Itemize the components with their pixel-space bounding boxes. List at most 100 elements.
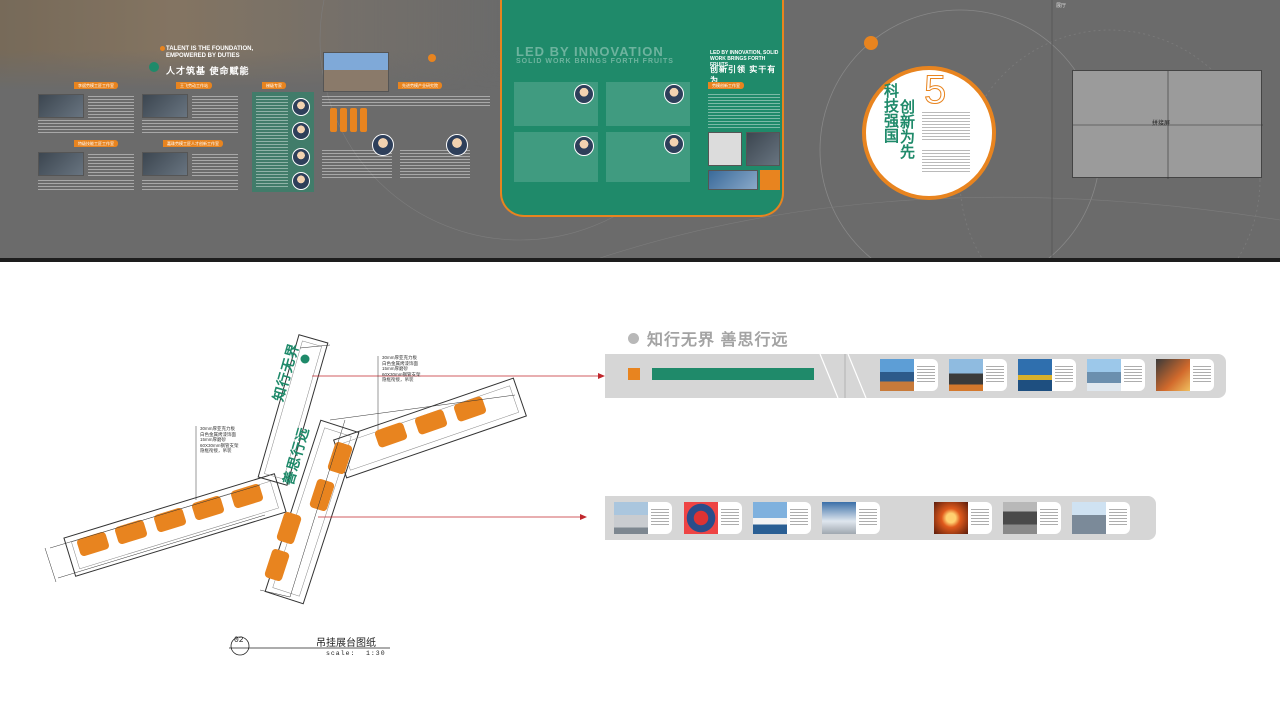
plan-screen-12 <box>453 396 487 422</box>
panel1-photo-2 <box>142 94 188 118</box>
plan-arm-right-lower <box>264 419 360 605</box>
drawing-scale-value: 1:30 <box>366 650 386 657</box>
green-panel: LED BY INNOVATION SOLID WORK BRINGS FORT… <box>500 0 784 217</box>
side-card-1 <box>880 359 938 391</box>
panel2-wide-photo <box>708 170 758 190</box>
panel3-text-1 <box>922 112 970 142</box>
green-dot <box>149 62 159 72</box>
panel2-orange-block <box>760 170 780 190</box>
panel3-number: 5 <box>923 68 947 113</box>
drawing-number: 02 <box>234 636 244 645</box>
side-card-5 <box>1156 359 1214 391</box>
wall-base-line <box>0 258 1280 262</box>
panel1-title-en: TALENT IS THE FOUNDATION, EMPOWERED BY D… <box>166 46 254 59</box>
plan-screen-6 <box>264 548 290 582</box>
expert-text <box>256 96 288 188</box>
side-card-2 <box>949 359 1007 391</box>
panel2-title-en-left-sub: SOLID WORK BRINGS FORTH FRUITS <box>516 58 674 65</box>
panel1-tag-2: 王飞劳动工作站 <box>176 82 212 89</box>
plan-screen-11 <box>414 409 448 435</box>
expert-avatar-2 <box>292 122 310 140</box>
tech-circle: 5 科技强国 创新为先 <box>862 66 996 200</box>
panel2-certificate <box>708 132 742 166</box>
panel1-tag-1: 李斌劳模工匠工作室 <box>74 82 118 89</box>
panel1-text-6 <box>192 154 238 176</box>
screens-right-upper-arm <box>374 396 487 448</box>
panel1-text-4 <box>142 120 238 134</box>
leader-arrow-upper <box>598 373 605 379</box>
drawing-number-circle <box>230 636 250 656</box>
side-card-4 <box>1087 359 1145 391</box>
panel2-title-en-left: LED BY INNOVATION <box>516 44 664 59</box>
panel3-title-b: 创新为先 <box>900 99 916 161</box>
panel1-photo-4 <box>142 152 188 176</box>
panel1-photo-1 <box>38 94 84 118</box>
screen-label: 拼接屏 <box>1152 121 1171 127</box>
orange-dot-panel3 <box>864 36 878 50</box>
splicing-screen <box>1072 70 1263 179</box>
panel1-tag-3: 梯级专家 <box>262 82 286 89</box>
plan-screen-9 <box>327 441 353 475</box>
screens-lower-arm <box>77 484 263 556</box>
expert-avatar-4 <box>292 172 310 190</box>
plan-screen-1 <box>77 532 109 556</box>
side-card-9 <box>822 502 880 534</box>
drawing-title: 吊挂展台图纸 <box>316 638 376 649</box>
plan-screen-2 <box>115 520 147 544</box>
plan-screen-4 <box>192 496 224 520</box>
side-card-12 <box>1072 502 1130 534</box>
panel1-tag-5: 嘉珠劳模工匠人才创新工作室 <box>163 140 223 147</box>
achievement-bar-3 <box>350 108 357 132</box>
panel1-text-2 <box>192 96 238 118</box>
orange-dot-small <box>428 54 436 62</box>
plan-arm-upper-left <box>257 334 329 486</box>
leader-arrow-lower <box>580 514 587 520</box>
side-green-notch <box>640 368 652 380</box>
side-card-10 <box>934 502 992 534</box>
panel2-title-cn: 创新引领 实干有为 <box>710 65 777 85</box>
side-title-dot <box>628 332 639 344</box>
panel1-text-1 <box>88 96 134 118</box>
plan-screen-10 <box>374 422 408 448</box>
side-title-text: 知行无界 善思行远 <box>647 332 789 349</box>
panel2-avatar-1 <box>574 84 594 104</box>
side-card-8 <box>753 502 811 534</box>
plan-screen-3 <box>154 508 186 532</box>
side-view-title: 知行无界 善思行远 <box>628 326 788 350</box>
panel1-tag-6: 先进劳模产业研究院 <box>398 82 442 89</box>
achievement-bar-1 <box>330 108 337 132</box>
panel3-title-a: 科技强国 <box>884 83 900 145</box>
panel2-avatar-3 <box>574 136 594 156</box>
orange-dot <box>160 46 165 51</box>
panel1-building-photo <box>323 52 389 92</box>
screens-right-lower-arm <box>264 441 353 582</box>
achievement-bar-4 <box>360 108 367 132</box>
wall-elevation: TALENT IS THE FOUNDATION, EMPOWERED BY D… <box>0 0 1280 258</box>
researcher-avatar-1 <box>372 134 394 156</box>
side-green-bar <box>640 368 814 380</box>
panel1-title-cn: 人才筑基 使命赋能 <box>166 66 250 76</box>
drawing-scale-label: scale: <box>326 650 356 657</box>
side-card-3 <box>1018 359 1076 391</box>
side-card-7 <box>684 502 742 534</box>
panel2-avatar-2 <box>664 84 684 104</box>
side-card-11 <box>1003 502 1061 534</box>
expert-avatar-1 <box>292 98 310 116</box>
side-card-6 <box>614 502 672 534</box>
dimension-lines <box>44 344 516 598</box>
researcher-avatar-2 <box>446 134 468 156</box>
plan-screen-5 <box>231 484 263 508</box>
plan-note-left: 30mm厚亚克力板 白色金属烤漆饰面 15mm厚磨砂 60X30mm钢管支架 隐… <box>200 426 239 453</box>
panel1-text-7 <box>38 180 134 192</box>
panel1-tag-4: 特级技能工匠工作室 <box>74 140 118 147</box>
plan-screen-8 <box>309 478 335 512</box>
expert-avatar-3 <box>292 148 310 166</box>
plan-green-dot <box>300 354 310 364</box>
factory-photo <box>0 0 500 90</box>
panel1-text-3 <box>38 120 134 134</box>
panel2-title-en-right: LED BY INNOVATION, SOLID WORK BRINGS FOR… <box>710 50 779 68</box>
panel1-text-8 <box>142 180 238 192</box>
panel1-photo-3 <box>38 152 84 176</box>
